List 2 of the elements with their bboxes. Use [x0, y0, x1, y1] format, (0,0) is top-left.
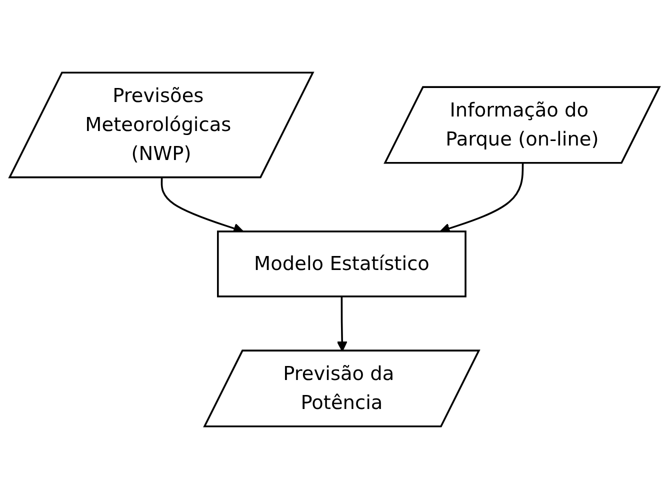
node-box: Modelo Estatístico: [217, 230, 466, 298]
arrow: [336, 296, 348, 352]
